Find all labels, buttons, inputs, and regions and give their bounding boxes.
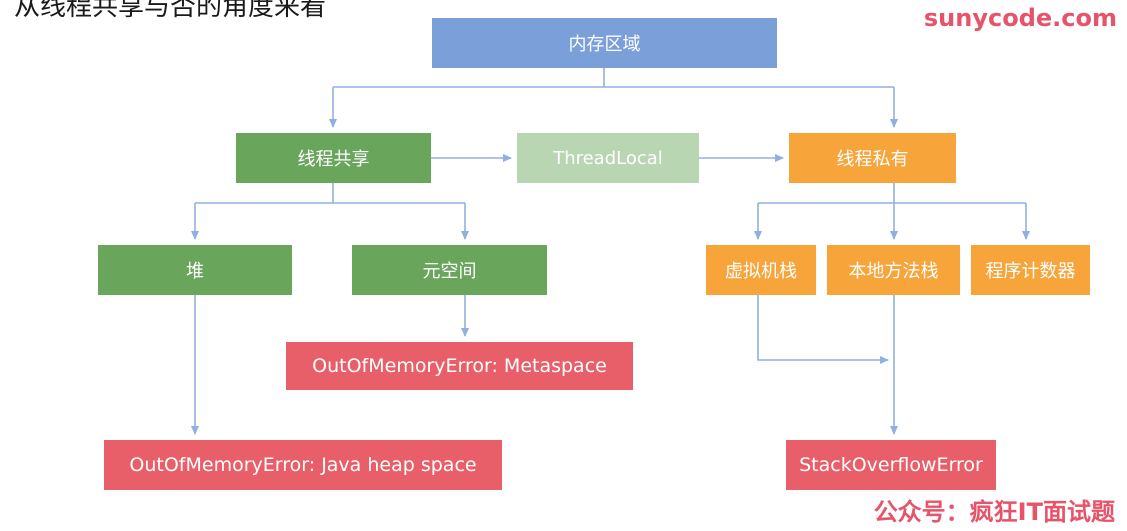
footer-watermark: 公众号：疯狂IT面试题	[873, 498, 1115, 526]
connector-private-bus	[758, 183, 1026, 204]
native-method-stack-node: 本地方法栈	[827, 245, 960, 295]
thread-local-node: ThreadLocal	[517, 133, 699, 183]
metaspace-node: 元空间	[352, 245, 547, 295]
connector-vmstack-merge	[757, 295, 889, 364]
heap-node: 堆	[98, 245, 292, 295]
thread-private-node: 线程私有	[789, 133, 956, 183]
program-counter-node: 程序计数器	[971, 245, 1090, 295]
oom-heap-node: OutOfMemoryError: Java heap space	[104, 440, 502, 490]
memory-area-node: 内存区域	[432, 18, 777, 68]
oom-metaspace-node: OutOfMemoryError: Metaspace	[286, 342, 633, 390]
connector-root-bus	[333, 68, 894, 88]
site-watermark: sunycode.com	[923, 4, 1117, 32]
connector-shared-bus	[195, 183, 465, 204]
thread-shared-node: 线程共享	[236, 133, 431, 183]
stack-overflow-node: StackOverflowError	[786, 440, 996, 490]
page-heading: 从线程共享与否的角度来看	[14, 0, 327, 22]
vm-stack-node: 虚拟机栈	[706, 245, 816, 295]
